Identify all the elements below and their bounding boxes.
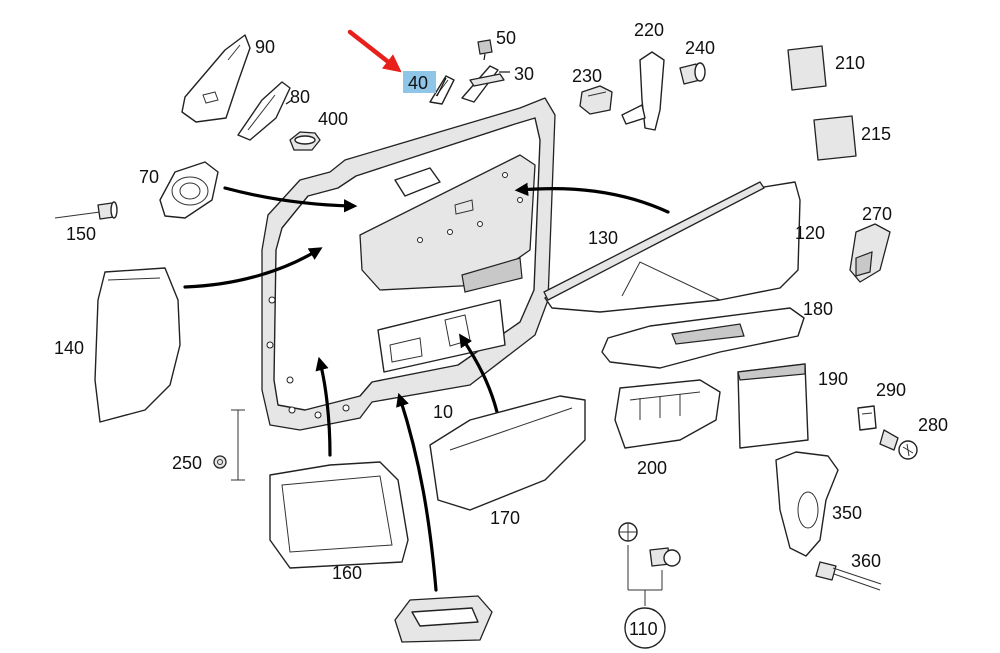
pad-part-215 — [813, 115, 857, 161]
insulation-sheet-part-140 — [94, 267, 181, 423]
label-170: 170 — [490, 508, 520, 528]
bolt-part-360 — [815, 561, 882, 591]
label-270: 270 — [862, 204, 892, 224]
label-30: 30 — [514, 64, 534, 84]
label-220: 220 — [634, 20, 664, 40]
red-pointer-arrow — [347, 29, 402, 73]
label-280: 280 — [918, 415, 948, 435]
label-180: 180 — [803, 299, 833, 319]
screw-part-280 — [879, 429, 918, 460]
label-150: 150 — [66, 224, 96, 244]
armrest-part-180 — [601, 307, 805, 369]
label-130: 130 — [588, 228, 618, 248]
label-215: 215 — [861, 124, 891, 144]
label-70: 70 — [139, 167, 159, 187]
label-110: 110 — [629, 619, 658, 639]
label-230: 230 — [572, 66, 602, 86]
label-190: 190 — [818, 369, 848, 389]
label-250: 250 — [172, 453, 202, 473]
label-210: 210 — [835, 53, 865, 73]
clip-part-50 — [477, 39, 493, 61]
mirror-trim-part-90 — [181, 34, 251, 123]
label-50: 50 — [496, 28, 516, 48]
label-10: 10 — [433, 402, 453, 422]
label-290: 290 — [876, 380, 906, 400]
pocket-liner-part-160 — [269, 461, 409, 569]
label-140: 140 — [54, 338, 84, 358]
window-seal-part-130 — [543, 181, 765, 301]
handle-part-220 — [621, 51, 665, 131]
part-number-labels: 40 50 30 90 80 400 70 150 140 250 160 10… — [54, 20, 948, 639]
bracket-part-350 — [775, 451, 839, 557]
panel-part-190 — [737, 363, 809, 449]
clip-part-400 — [289, 131, 321, 151]
bottom-tray-part — [394, 595, 493, 643]
screw-part-240 — [679, 62, 706, 85]
label-400: 400 — [318, 109, 348, 129]
trim-piece-part-80 — [237, 81, 291, 141]
label-80: 80 — [290, 87, 310, 107]
label-240: 240 — [685, 38, 715, 58]
label-160: 160 — [332, 563, 362, 583]
upper-trim-part-120 — [544, 181, 801, 313]
door-inner-panel-part-10 — [261, 97, 556, 431]
clip-part-290 — [857, 405, 877, 431]
switch-part-270 — [849, 223, 891, 283]
screw-part-110 — [618, 522, 681, 649]
door-pad-part-170 — [429, 395, 586, 511]
highlight-box — [403, 71, 436, 93]
label-360: 360 — [851, 551, 881, 571]
label-90: 90 — [255, 37, 275, 57]
pad-part-210 — [787, 45, 827, 91]
clip-part-230 — [579, 85, 613, 115]
assembly-arrows — [183, 182, 670, 592]
trim-strip-part-30 — [461, 65, 505, 103]
label-40: 40 — [408, 73, 428, 93]
rivet-part-150 — [54, 201, 118, 220]
label-120: 120 — [795, 223, 825, 243]
bracket-part-200 — [614, 379, 721, 449]
label-350: 350 — [832, 503, 862, 523]
speaker-cover-part-70 — [159, 161, 219, 219]
highlight-callout — [347, 29, 436, 93]
label-200: 200 — [637, 458, 667, 478]
leader-lines — [285, 71, 510, 105]
push-clip-part-250 — [213, 409, 245, 481]
